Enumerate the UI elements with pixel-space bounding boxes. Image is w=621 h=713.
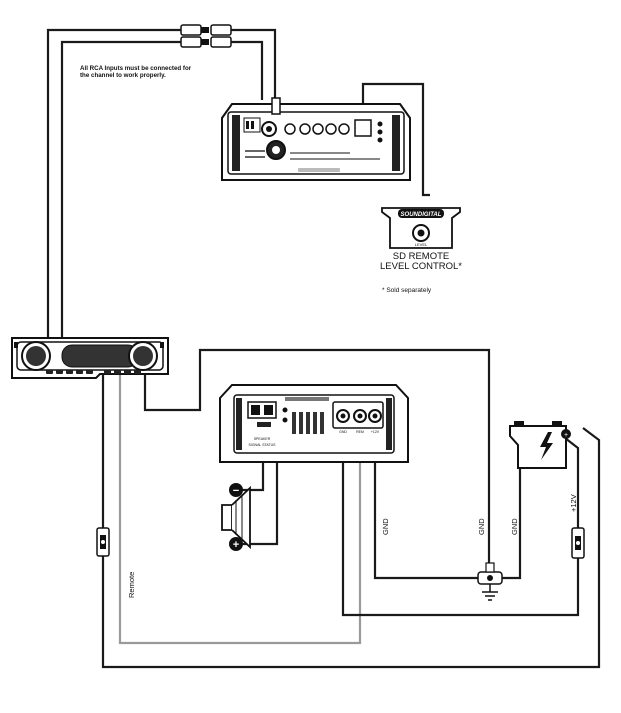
headunit-to-amp-cable xyxy=(143,348,491,565)
plus12v-label: +12V xyxy=(569,494,578,512)
rca-cable-inner xyxy=(60,40,264,338)
amp-gnd-wire xyxy=(373,452,478,580)
sold-separately-note: * Sold separately xyxy=(382,287,432,294)
speaker xyxy=(221,485,251,550)
power-12v-wire xyxy=(101,375,601,669)
remote-wire xyxy=(118,375,362,645)
fuse-icon xyxy=(571,527,585,559)
amp-rem-terminal-label: REM xyxy=(356,430,364,434)
fuse-icon xyxy=(96,527,110,557)
chassis-gnd-label: GND xyxy=(477,518,486,535)
rca-note-line2: the channel to work properly. xyxy=(80,72,166,79)
remote-title-line1: SD REMOTE xyxy=(393,251,449,262)
battery-icon: + xyxy=(509,421,571,469)
svg-text:+: + xyxy=(233,539,239,551)
battery-gnd-label: GND xyxy=(510,518,519,535)
amp-12v-terminal-label: +12V xyxy=(371,430,380,434)
remote-level-cable xyxy=(361,82,430,197)
speaker-pos-wire xyxy=(240,425,279,546)
battery-gnd-wire xyxy=(502,460,522,580)
remote-brand-logo: SOUNDIGITAL xyxy=(401,212,442,218)
svg-text:+: + xyxy=(564,432,568,439)
battery-plus-wire xyxy=(564,437,580,528)
speaker-positive-terminal: + xyxy=(229,537,243,551)
speaker-negative-terminal: − xyxy=(229,483,243,497)
rca-note-line1: All RCA Inputs must be connected for xyxy=(80,65,192,72)
remote-wire-label: Remote xyxy=(127,572,136,598)
amp-gnd-terminal-label: GND xyxy=(339,430,347,434)
ground-symbol-icon xyxy=(482,591,498,601)
rca-connectors xyxy=(180,24,232,48)
head-unit xyxy=(11,337,169,379)
rca-cable-outer xyxy=(46,28,277,338)
rca-plug xyxy=(271,97,281,115)
signal-status-label: SIGNAL STATUS xyxy=(249,443,277,447)
remote-level-control: SOUNDIGITAL LEVEL xyxy=(381,207,461,249)
ground-distribution-block xyxy=(477,562,503,592)
amp-gnd-label: GND xyxy=(381,518,390,535)
remote-knob-label: LEVEL xyxy=(415,242,428,247)
amplifier-main xyxy=(219,384,409,463)
speaker-output-label: SPEAKER xyxy=(254,437,271,441)
amplifier-top xyxy=(221,103,411,181)
fuse-to-amp-wire xyxy=(341,452,580,617)
svg-text:−: − xyxy=(233,485,239,497)
remote-title-line2: LEVEL CONTROL* xyxy=(380,261,462,272)
